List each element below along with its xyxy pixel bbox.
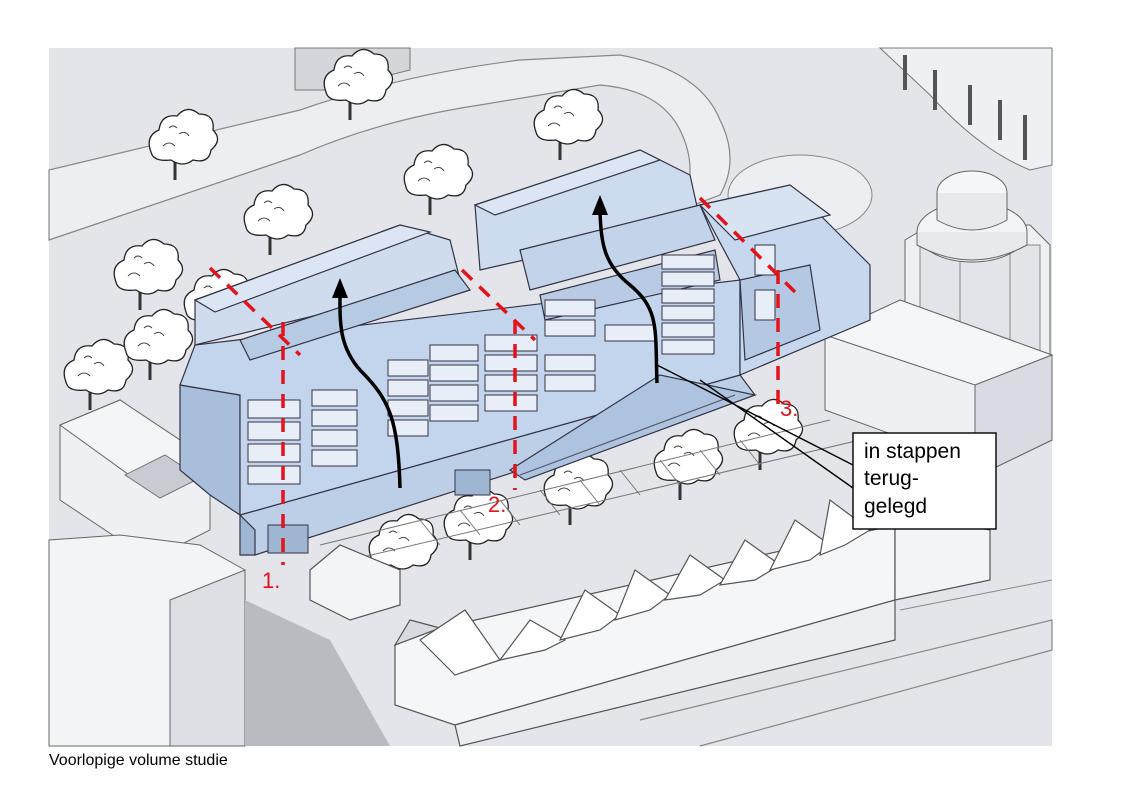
callout-box (852, 432, 997, 530)
section-line-1 (208, 266, 302, 357)
section-line-2 (460, 268, 537, 342)
callout-leader (656, 364, 854, 489)
context-building-right (823, 299, 1054, 471)
section-lines (208, 196, 797, 565)
arrowhead-left (332, 278, 348, 298)
figure-caption: Voorlopige volume studie (49, 752, 228, 769)
setback-arrow-right (598, 204, 659, 384)
callout-line-2: terug- (864, 467, 919, 490)
callout-line-3: gelegd (864, 495, 927, 518)
section-label-3: 3. (780, 396, 798, 421)
balcony-grids (247, 244, 776, 485)
road-bottom (639, 619, 1053, 747)
callout-line-1: in stappen (864, 440, 961, 463)
entrance-left (267, 524, 309, 554)
context-building-bottom-left (48, 534, 390, 747)
context-building-left (58, 399, 211, 561)
arrowhead-right (592, 195, 608, 215)
setback-arrows (338, 204, 659, 489)
row-houses (309, 498, 991, 747)
section-label-1: 1. (262, 568, 280, 593)
parking-lines (319, 419, 861, 561)
setback-arrow-left (338, 287, 402, 489)
section-label-2: 2. (488, 492, 506, 517)
context-silo (878, 47, 1053, 171)
entrance-mid (454, 469, 491, 496)
